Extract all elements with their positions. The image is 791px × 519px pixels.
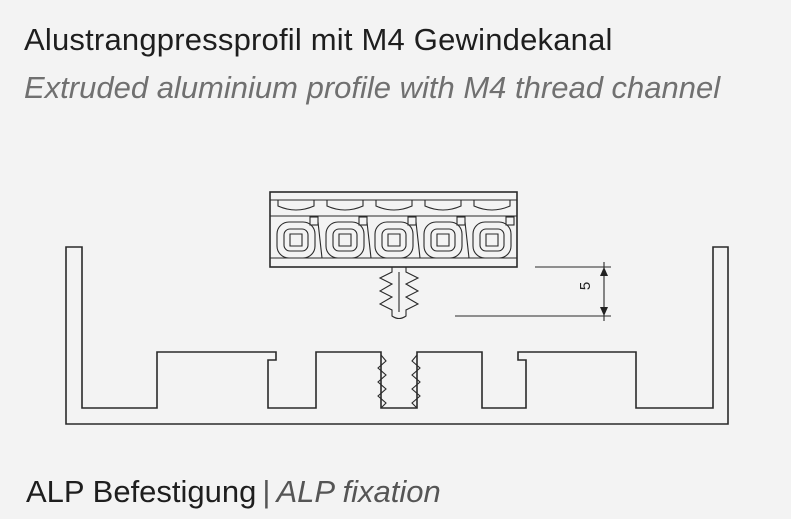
caption-separator: | xyxy=(262,474,271,509)
terminal-block xyxy=(269,191,518,268)
terminal-cell xyxy=(325,200,372,259)
caption-english: ALP fixation xyxy=(276,474,441,509)
aluminium-profile xyxy=(65,246,729,425)
title-german: Alustrangpressprofil mit M4 Gewindekanal xyxy=(24,22,613,57)
terminal-cell xyxy=(423,200,470,259)
terminal-cell xyxy=(472,200,515,259)
title-english: Extruded aluminium profile with M4 threa… xyxy=(24,70,721,105)
fixation-pin xyxy=(378,267,420,320)
dimension-label: 5 xyxy=(577,282,594,290)
terminal-cell xyxy=(374,200,421,259)
caption-german: ALP Befestigung xyxy=(26,474,257,509)
terminal-cell xyxy=(276,200,323,259)
dimension-5: 5 xyxy=(455,262,611,321)
thread-channel xyxy=(377,354,421,409)
caption: ALP Befestigung|ALP fixation xyxy=(26,474,441,510)
